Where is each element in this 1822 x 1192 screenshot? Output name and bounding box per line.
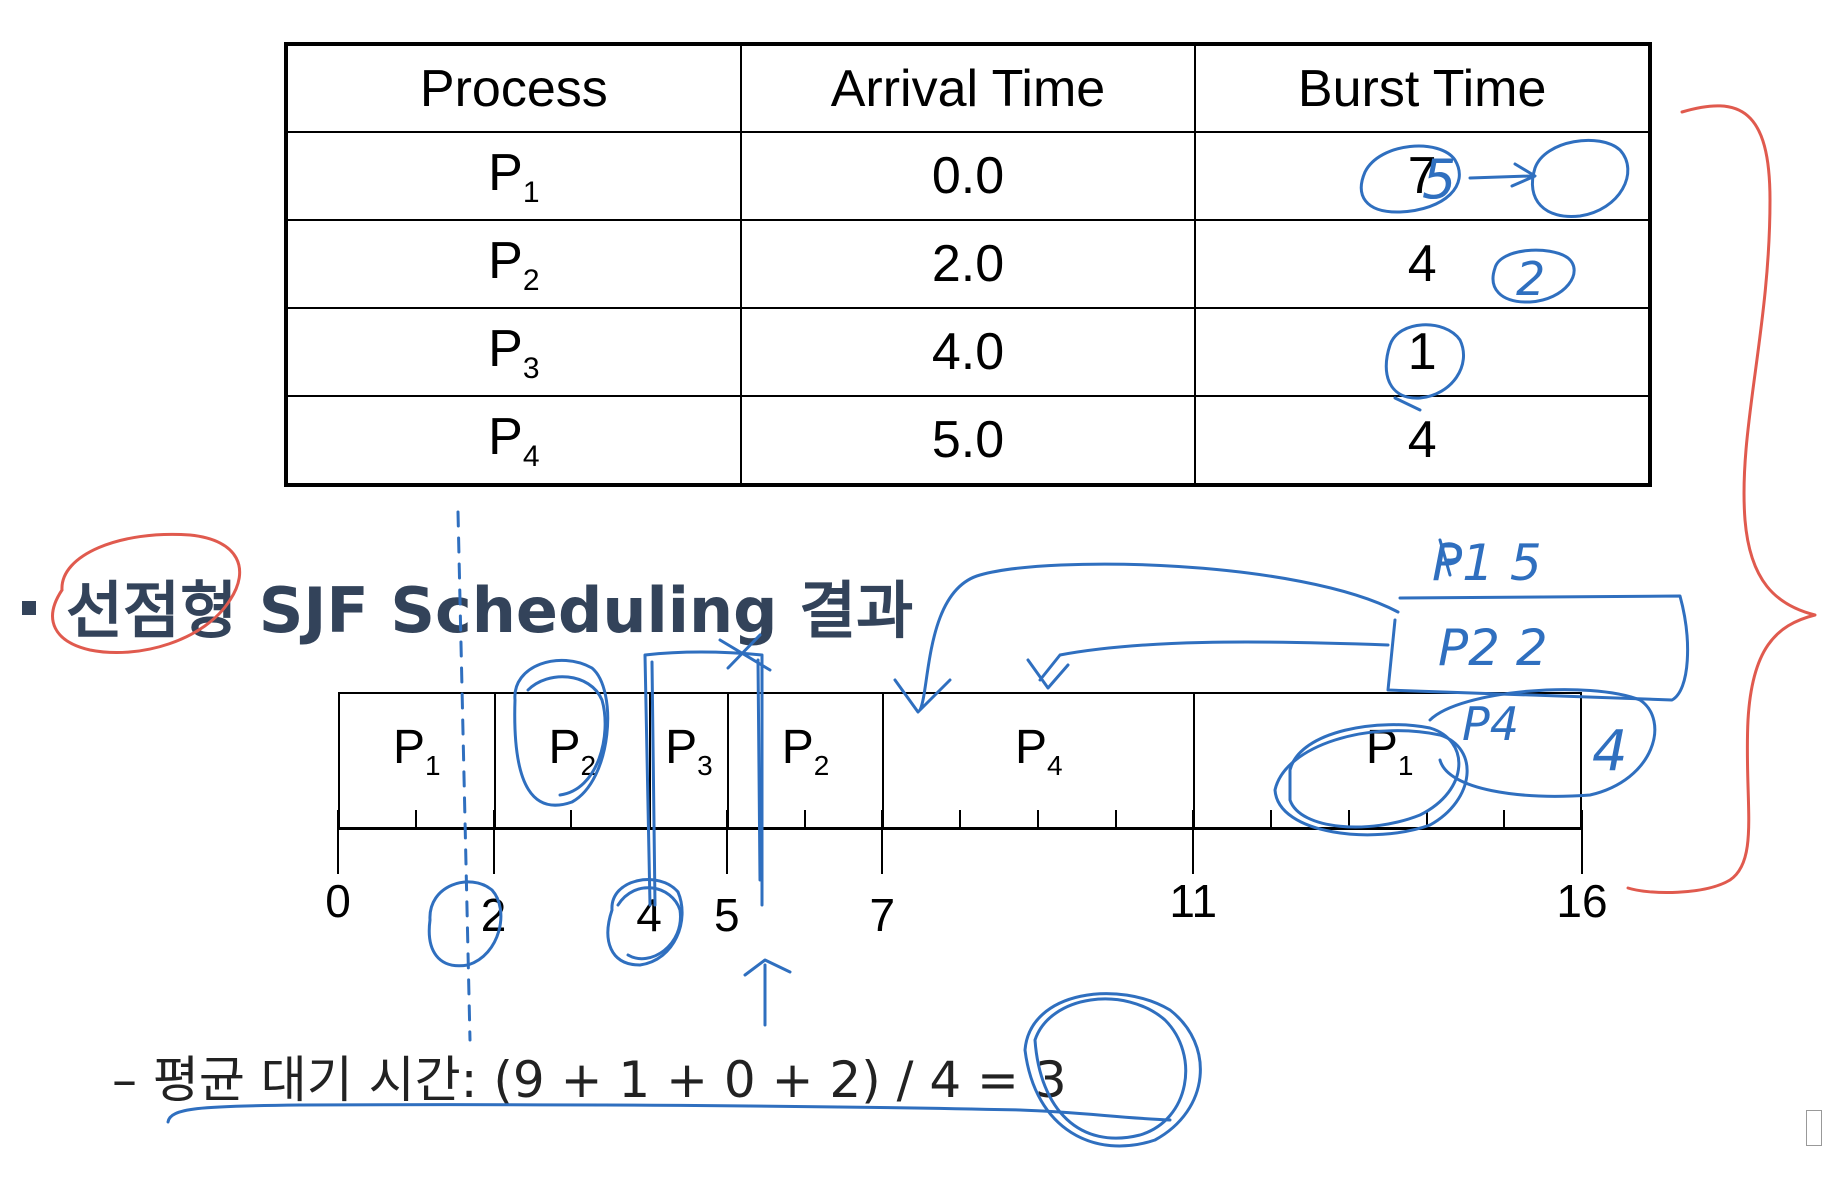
axis-tick — [803, 810, 806, 830]
queue-p1-note: P1 5 — [1432, 534, 1542, 592]
red-brace-icon — [1626, 104, 1817, 894]
axis-tick — [1192, 810, 1195, 830]
axis-tick — [414, 810, 417, 830]
process-cell: P2 — [285, 219, 742, 309]
axis-major-tick — [337, 830, 339, 874]
process-cell: P3 — [285, 307, 742, 397]
queue-box-icon — [1386, 594, 1689, 702]
burst-cell: 4 — [1194, 395, 1651, 486]
axis-tick — [1503, 810, 1506, 830]
burst-cell: 1 — [1194, 307, 1651, 397]
axis-tick — [1581, 810, 1583, 830]
arrow-icon — [743, 958, 792, 1027]
gantt-segment-label: P2 — [781, 721, 830, 781]
axis-tick — [959, 810, 961, 830]
axis-major-tick — [648, 830, 650, 874]
axis-tick — [492, 810, 495, 830]
gantt-segment: P2 — [496, 694, 651, 827]
axis-tick — [1036, 810, 1039, 830]
average-waiting-time: – 평균 대기 시간: (9 + 1 + 0 + 2) / 4 = 3 — [112, 1051, 1067, 1109]
axis-time-label: 5 — [713, 889, 740, 941]
burst-cell: 7 — [1194, 131, 1651, 221]
axis-time-label: 7 — [869, 889, 896, 941]
axis-time-label: 11 — [1169, 875, 1218, 927]
axis-time-label: 0 — [325, 875, 351, 927]
axis-tick — [570, 810, 573, 830]
gantt-segment-label: P3 — [665, 721, 713, 781]
axis-major-tick — [1192, 830, 1195, 874]
gantt-segment: P3 — [651, 694, 729, 827]
gantt-segment: P4 — [884, 694, 1196, 827]
axis-major-tick — [881, 830, 884, 874]
header-process: Process — [285, 43, 742, 133]
queue-p4-burst-note: 4 — [1592, 719, 1628, 784]
section-heading: 선점형 SJF Scheduling 결과 — [22, 560, 913, 650]
axis-tick — [1270, 810, 1272, 830]
process-cell: P4 — [285, 395, 742, 486]
table-header-row: Process Arrival Time Burst Time — [285, 43, 1651, 133]
queue-p2-note: P2 2 — [1438, 619, 1548, 677]
process-cell: P1 — [285, 131, 742, 221]
gantt-segment: P1 — [1195, 694, 1584, 827]
heading-text: 선점형 SJF Scheduling 결과 — [66, 574, 914, 647]
burst-cell: 4 — [1194, 219, 1651, 309]
axis-tick — [725, 810, 728, 830]
arrow-icon — [1026, 640, 1390, 690]
axis-major-tick — [725, 830, 728, 874]
axis-tick — [881, 810, 884, 830]
axis-tick — [337, 810, 339, 830]
gantt-segment: P1 — [340, 694, 496, 827]
axis-major-tick — [492, 830, 495, 874]
axis-tick — [1114, 810, 1117, 830]
axis-tick — [1347, 810, 1350, 830]
gantt-segment: P2 — [729, 694, 885, 827]
axis-tick — [648, 810, 650, 830]
queue-text-icon — [1438, 538, 1462, 577]
axis-time-label: 16 — [1556, 875, 1608, 927]
header-arrival-time: Arrival Time — [739, 43, 1197, 133]
gantt-segment-label: P1 — [1365, 721, 1414, 781]
axis-tick — [1425, 810, 1428, 830]
arrow-icon — [893, 562, 1400, 714]
arrival-cell: 2.0 — [739, 219, 1197, 309]
process-table: Process Arrival Time Burst Time P1 0.0 7… — [284, 42, 1652, 487]
arrival-cell: 0.0 — [739, 131, 1197, 221]
table-row: P1 0.0 7 — [285, 131, 1651, 221]
axis-time-label: 2 — [480, 889, 507, 941]
gantt-segment-label: P2 — [548, 721, 597, 781]
gantt-segment-label: P4 — [1014, 721, 1063, 781]
scroll-corner — [1806, 1110, 1822, 1146]
gantt-segment-label: P1 — [392, 721, 441, 781]
axis-major-tick — [1581, 830, 1583, 874]
bullet-icon — [22, 601, 36, 615]
axis-time-label: 4 — [636, 889, 662, 941]
arrival-cell: 4.0 — [739, 307, 1197, 397]
header-burst-time: Burst Time — [1194, 43, 1651, 133]
table-row: P2 2.0 4 — [285, 219, 1651, 309]
table-row: P3 4.0 1 — [285, 307, 1651, 397]
arrival-cell: 5.0 — [739, 395, 1197, 486]
table-row: P4 5.0 4 — [285, 395, 1651, 486]
